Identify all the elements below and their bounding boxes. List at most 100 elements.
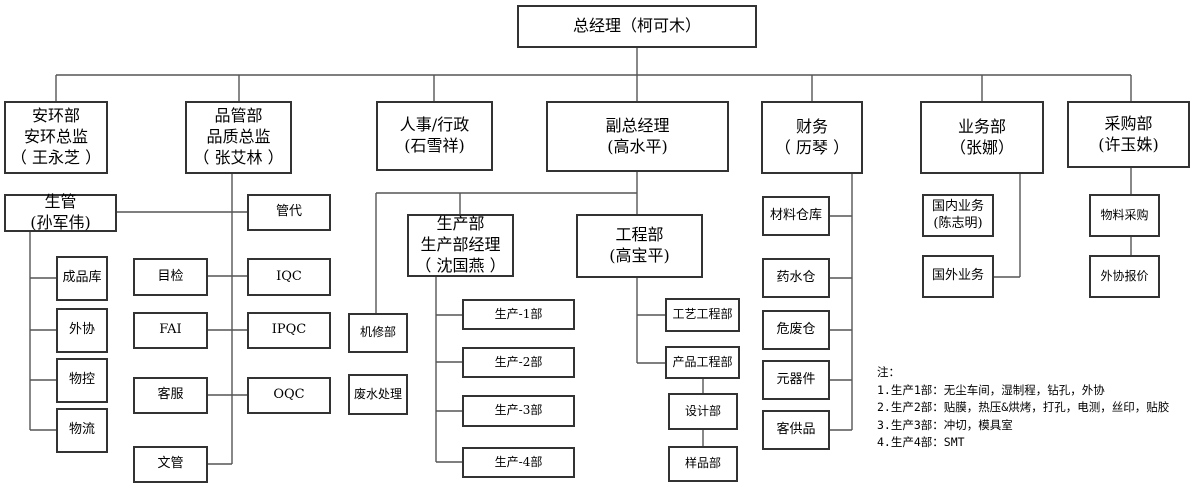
material-purchasing-box: 物料采购 xyxy=(1089,194,1160,237)
box-text-line: 元器件 xyxy=(776,371,816,387)
box-text-line: 国内业务 xyxy=(931,198,984,214)
material-control-box: 物控 xyxy=(56,358,108,403)
box-text-line: 工程部 xyxy=(615,225,664,245)
box-text-line: 生产部 xyxy=(436,214,485,234)
customer-supplied-box: 客供品 xyxy=(762,410,830,450)
sales-dept-box: 业务部（张娜） xyxy=(920,101,1044,174)
box-text-line: 管代 xyxy=(275,204,302,220)
box-text-line: 安环部 xyxy=(31,106,80,126)
box-text-line: （ 王永芝 ） xyxy=(10,147,102,167)
box-text-line: 文管 xyxy=(157,456,184,472)
box-text-line: IQC xyxy=(276,268,302,284)
customer-service-box: 客服 xyxy=(133,377,208,414)
box-text-line: 产品工程部 xyxy=(672,354,733,369)
box-text-line: (许玉姝) xyxy=(1098,134,1159,154)
note-line-2: 2.生产2部：贴膜，热压&烘烤，打孔，电测，丝印，贴胶 xyxy=(877,400,1170,414)
engineering-dept-box: 工程部(高宝平) xyxy=(576,214,703,278)
note-line-3: 3.生产3部：冲切，模具室 xyxy=(877,417,1013,432)
domestic-sales-box: 国内业务(陈志明) xyxy=(922,194,994,237)
process-engineering-box: 工艺工程部 xyxy=(665,298,740,332)
box-text-line: 外协报价 xyxy=(1100,268,1149,283)
hazardous-waste-warehouse-box: 危废仓 xyxy=(762,310,830,350)
design-dept-box: 设计部 xyxy=(668,393,738,430)
box-text-line: 外协 xyxy=(68,322,95,338)
box-text-line: 生产-2部 xyxy=(494,354,543,369)
box-text-line: FAI xyxy=(159,322,182,338)
box-text-line: 物料采购 xyxy=(1100,207,1149,222)
box-text-line: 客供品 xyxy=(776,421,816,437)
box-text-line: 工艺工程部 xyxy=(672,307,733,322)
visual-inspection-box: 目检 xyxy=(133,258,208,296)
box-text-line: 生产-1部 xyxy=(494,306,543,321)
iqc-box: IQC xyxy=(247,258,331,296)
maintenance-dept-box: 机修部 xyxy=(348,313,408,353)
components-box: 元器件 xyxy=(762,360,830,400)
safety-environment-dept-box: 安环部安环总监（ 王永芝 ） xyxy=(4,101,108,174)
box-text-line: 品管部 xyxy=(214,106,263,126)
ipqc-box: IPQC xyxy=(247,312,331,349)
hr-admin-box: 人事/行政(石雪祥) xyxy=(376,101,493,171)
material-warehouse-box: 材料仓库 xyxy=(762,196,830,236)
box-text-line: 品质总监 xyxy=(206,127,271,147)
note-line-1: 1.生产1部：无尘车间，湿制程，钻孔，外协 xyxy=(877,382,1105,397)
box-text-line: 安环总监 xyxy=(23,127,88,147)
box-text-line: 成品库 xyxy=(62,270,102,286)
box-text-line: 副总经理 xyxy=(605,115,670,135)
sample-dept-box: 样品部 xyxy=(668,446,738,482)
box-text-line: （ 历琴 ） xyxy=(774,137,850,157)
box-text-line: (孙军伟) xyxy=(30,213,91,232)
finance-box: 财务（ 历琴 ） xyxy=(761,101,863,174)
box-text-line: 总经理（柯可木） xyxy=(572,16,701,36)
overseas-sales-box: 国外业务 xyxy=(922,255,994,298)
chemical-warehouse-box: 药水仓 xyxy=(762,258,830,298)
box-text-line: 设计部 xyxy=(684,403,721,418)
product-engineering-box: 产品工程部 xyxy=(665,346,740,379)
note-line-4: 4.生产4部：SMT xyxy=(877,435,965,449)
logistics-box: 物流 xyxy=(56,408,108,453)
production-4-box: 生产-4部 xyxy=(462,447,575,478)
wastewater-treatment-box: 废水处理 xyxy=(348,374,408,415)
finished-goods-store-box: 成品库 xyxy=(56,256,108,301)
box-text-line: 客服 xyxy=(157,387,184,403)
box-text-line: (石雪祥) xyxy=(404,136,465,155)
box-text-line: 国外业务 xyxy=(931,268,984,284)
box-text-line: （张娜） xyxy=(949,137,1014,157)
box-text-line: IPQC xyxy=(271,322,307,338)
box-text-line: (陈志明) xyxy=(933,215,983,231)
production-control-box: 生管(孙军伟) xyxy=(4,192,117,232)
outsourcing-quotation-box: 外协报价 xyxy=(1089,255,1160,298)
box-text-line: 废水处理 xyxy=(353,386,402,401)
note-heading: 注： xyxy=(877,365,900,379)
production-2-box: 生产-2部 xyxy=(462,347,575,378)
box-text-line: OQC xyxy=(273,387,305,403)
quality-dept-box: 品管部品质总监（ 张艾林 ） xyxy=(185,101,292,174)
deputy-gm-box: 副总经理(高水平) xyxy=(546,101,729,172)
management-rep-box: 管代 xyxy=(247,194,331,231)
box-text-line: 人事/行政 xyxy=(399,115,470,135)
box-text-line: （ 张艾林 ） xyxy=(193,147,284,167)
box-text-line: 样品部 xyxy=(684,456,721,471)
oqc-box: OQC xyxy=(247,377,331,414)
box-text-line: 危废仓 xyxy=(776,321,816,337)
production-1-box: 生产-1部 xyxy=(462,299,575,330)
box-text-line: 材料仓库 xyxy=(769,207,822,223)
box-text-line: (高水平) xyxy=(607,136,668,156)
notes-block: 注： 1.生产1部：无尘车间，湿制程，钻孔，外协 2.生产2部：贴膜，热压&烘烤… xyxy=(877,364,1169,452)
production-dept-box: 生产部生产部经理（ 沈国燕 ） xyxy=(407,214,514,277)
fai-box: FAI xyxy=(133,312,208,349)
document-control-box: 文管 xyxy=(133,446,208,483)
box-text-line: 财务 xyxy=(795,116,828,136)
box-text-line: （ 沈国燕 ） xyxy=(415,255,506,275)
box-text-line: 机修部 xyxy=(359,325,396,340)
box-text-line: 生产部经理 xyxy=(420,235,501,255)
box-text-line: 生产-4部 xyxy=(494,454,543,469)
box-text-line: 生产-3部 xyxy=(494,403,543,418)
box-text-line: (高宝平) xyxy=(609,246,670,265)
box-text-line: 物流 xyxy=(68,422,95,438)
box-text-line: 物控 xyxy=(68,372,95,388)
production-3-box: 生产-3部 xyxy=(462,395,575,427)
general-manager-box: 总经理（柯可木） xyxy=(517,5,757,48)
purchasing-dept-box: 采购部(许玉姝) xyxy=(1067,101,1190,168)
box-text-line: 目检 xyxy=(157,268,184,284)
